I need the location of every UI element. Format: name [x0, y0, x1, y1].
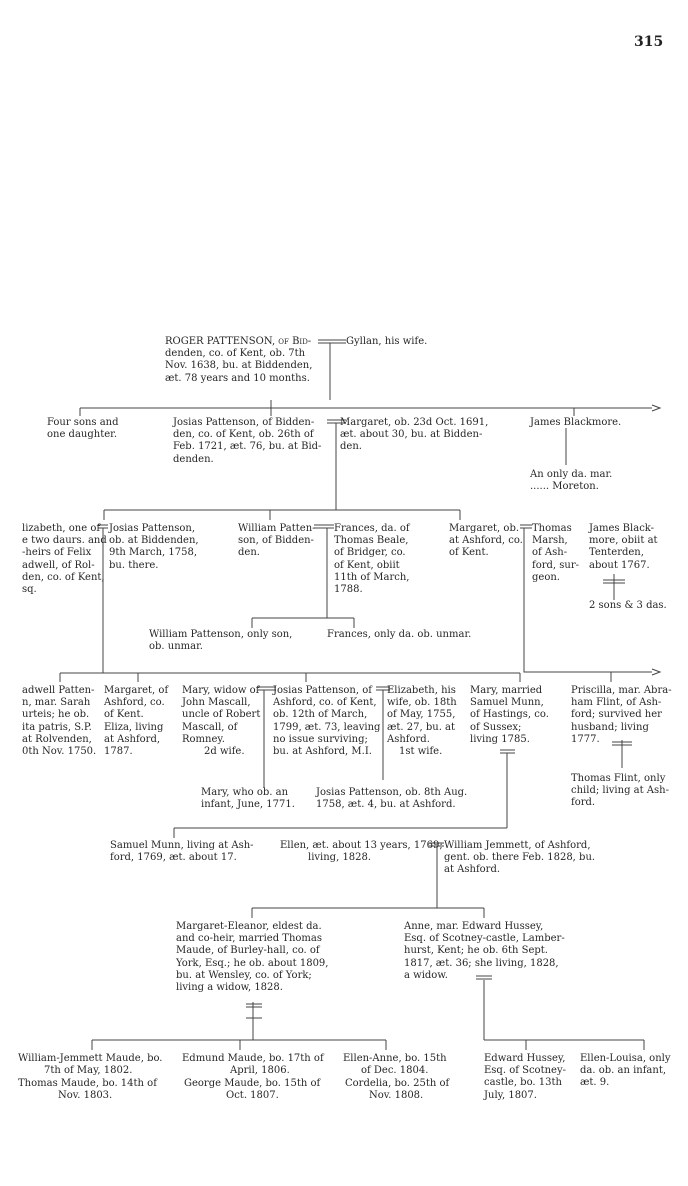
william-pattenson-entry: William Patten-son, of Bidden-den.: [238, 523, 316, 559]
margaret-1691-entry: Margaret, ob. 23d Oct. 1691,æt. about 30…: [340, 417, 489, 453]
edward-hussey-jr-entry: Edward Hussey,Esq. of Scotney-castle, bo…: [484, 1053, 566, 1101]
margaret-ashford-entry: Margaret, ob.at Ashford, co.of Kent.: [449, 523, 523, 559]
only-daughter-moreton-entry: An only da. mar....... Moreton.: [530, 469, 613, 493]
josias-infant-entry: Josias Pattenson, ob. 8th Aug.1758, æt. …: [316, 787, 468, 811]
margaret-eleanor-entry: Margaret-Eleanor, eldest da.and co-heir,…: [176, 921, 329, 994]
ellen-entry: Ellen, æt. about 13 years, 1769;living, …: [280, 840, 443, 864]
page-number: 315: [634, 34, 664, 50]
william-only-son-entry: William Pattenson, only son,ob. unmar.: [149, 629, 293, 653]
josias-pattenson-1721-entry: Josias Pattenson, of Bidden-den, co. of …: [173, 417, 322, 465]
gyllan-entry: Gyllan, his wife.: [346, 336, 428, 347]
sons-and-daughters-entry: 2 sons & 3 das.: [589, 600, 667, 611]
william-jemmett-entry: William Jemmett, of Ashford,gent. ob. th…: [444, 840, 596, 876]
samuel-munn-entry: Samuel Munn, living at Ash-ford, 1769, æ…: [110, 840, 254, 864]
roger-pattenson-entry: ROGER PATTENSON, of Bid-denden, co. of K…: [165, 336, 313, 384]
anne-hussey-entry: Anne, mar. Edward Hussey,Esq. of Scotney…: [404, 921, 565, 981]
james-blackmore-entry: James Blackmore.: [530, 417, 622, 428]
frances-only-daughter-entry: Frances, only da. ob. unmar.: [327, 629, 472, 640]
josias-pattenson-1758-entry: Josias Pattenson,ob. at Biddenden,9th Ma…: [109, 523, 199, 571]
william-jemmett-maude-entry: William-Jemmett Maude, bo.7th of May, 18…: [18, 1053, 163, 1077]
priscilla-flint-entry: Priscilla, mar. Abra-ham Flint, of Ash-f…: [571, 685, 672, 745]
